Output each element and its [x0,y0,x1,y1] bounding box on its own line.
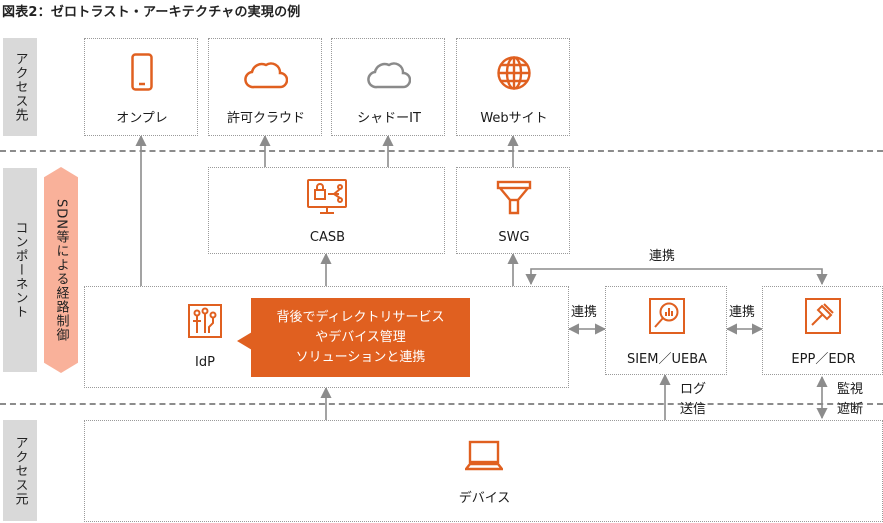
casb-monitor-icon [307,179,347,214]
device-box: デバイス [84,420,883,522]
band-access-source-label: アクセス元 [12,435,28,506]
band-access-destination-label: アクセス先 [12,52,28,122]
device-label: デバイス [458,491,511,506]
monitor-label-1: 監視 [837,382,864,397]
swg-box: SWG [456,167,570,254]
dest-website-box: Webサイト [456,38,570,136]
dest-onprem-label: オンプレ [116,111,168,126]
log-send-label-1: ログ [680,382,707,397]
dest-allowed-cloud-label: 許可クラウド [226,111,305,126]
band-components: コンポーネント [3,168,37,372]
gavel-icon [805,298,841,334]
dest-allowed-cloud-box: 許可クラウド [208,38,322,136]
swg-label: SWG [498,230,530,245]
smartphone-icon [131,53,153,91]
filter-funnel-icon [496,180,532,215]
band-components-label: コンポーネント [12,221,28,319]
siem-analytics-icon [649,298,685,334]
figure-title: 図表2：ゼロトラスト・アーキテクチャの実現の例 [2,5,301,20]
callout-line-2: やデバイス管理 [315,329,406,345]
link-siem-epp-label: 連携 [729,305,756,320]
arrow-swg-epp-link [525,268,828,286]
globe-icon [497,56,531,90]
dest-shadow-it-box: シャドーIT [331,38,445,136]
siem-label: SIEM／UEBA [626,352,708,367]
callout-pointer [237,332,252,350]
sdn-routing-banner: SDN等による経路制御 [44,167,78,373]
band-access-destination: アクセス先 [3,38,37,136]
callout-line-3: ソリューションと連携 [295,349,426,365]
dest-website-label: Webサイト [480,111,548,126]
separator-top [0,150,883,152]
separator-bottom [0,403,883,405]
cloud-icon [244,62,288,89]
epp-box: EPP／EDR [762,286,883,375]
dest-onprem-box: オンプレ [84,38,198,136]
dest-shadow-it-label: シャドーIT [357,111,421,126]
idp-label: IdP [195,355,215,370]
cloud-icon [367,62,411,89]
log-send-label-2: 送信 [680,402,707,417]
idp-callout: 背後でディレクトリサービス やデバイス管理 ソリューションと連携 [251,298,470,377]
idp-circuit-icon [188,304,222,338]
casb-label: CASB [309,230,346,245]
laptop-icon [465,440,503,471]
callout-line-1: 背後でディレクトリサービス [276,309,445,325]
casb-box: CASB [208,167,445,254]
link-top-label: 連携 [649,249,676,264]
monitor-label-2: 遮断 [837,402,864,417]
sdn-routing-label: SDN等による経路制御 [53,198,69,342]
epp-label: EPP／EDR [791,352,856,367]
band-access-source: アクセス元 [3,420,37,521]
siem-box: SIEM／UEBA [605,286,727,375]
link-idp-siem-label: 連携 [571,305,598,320]
